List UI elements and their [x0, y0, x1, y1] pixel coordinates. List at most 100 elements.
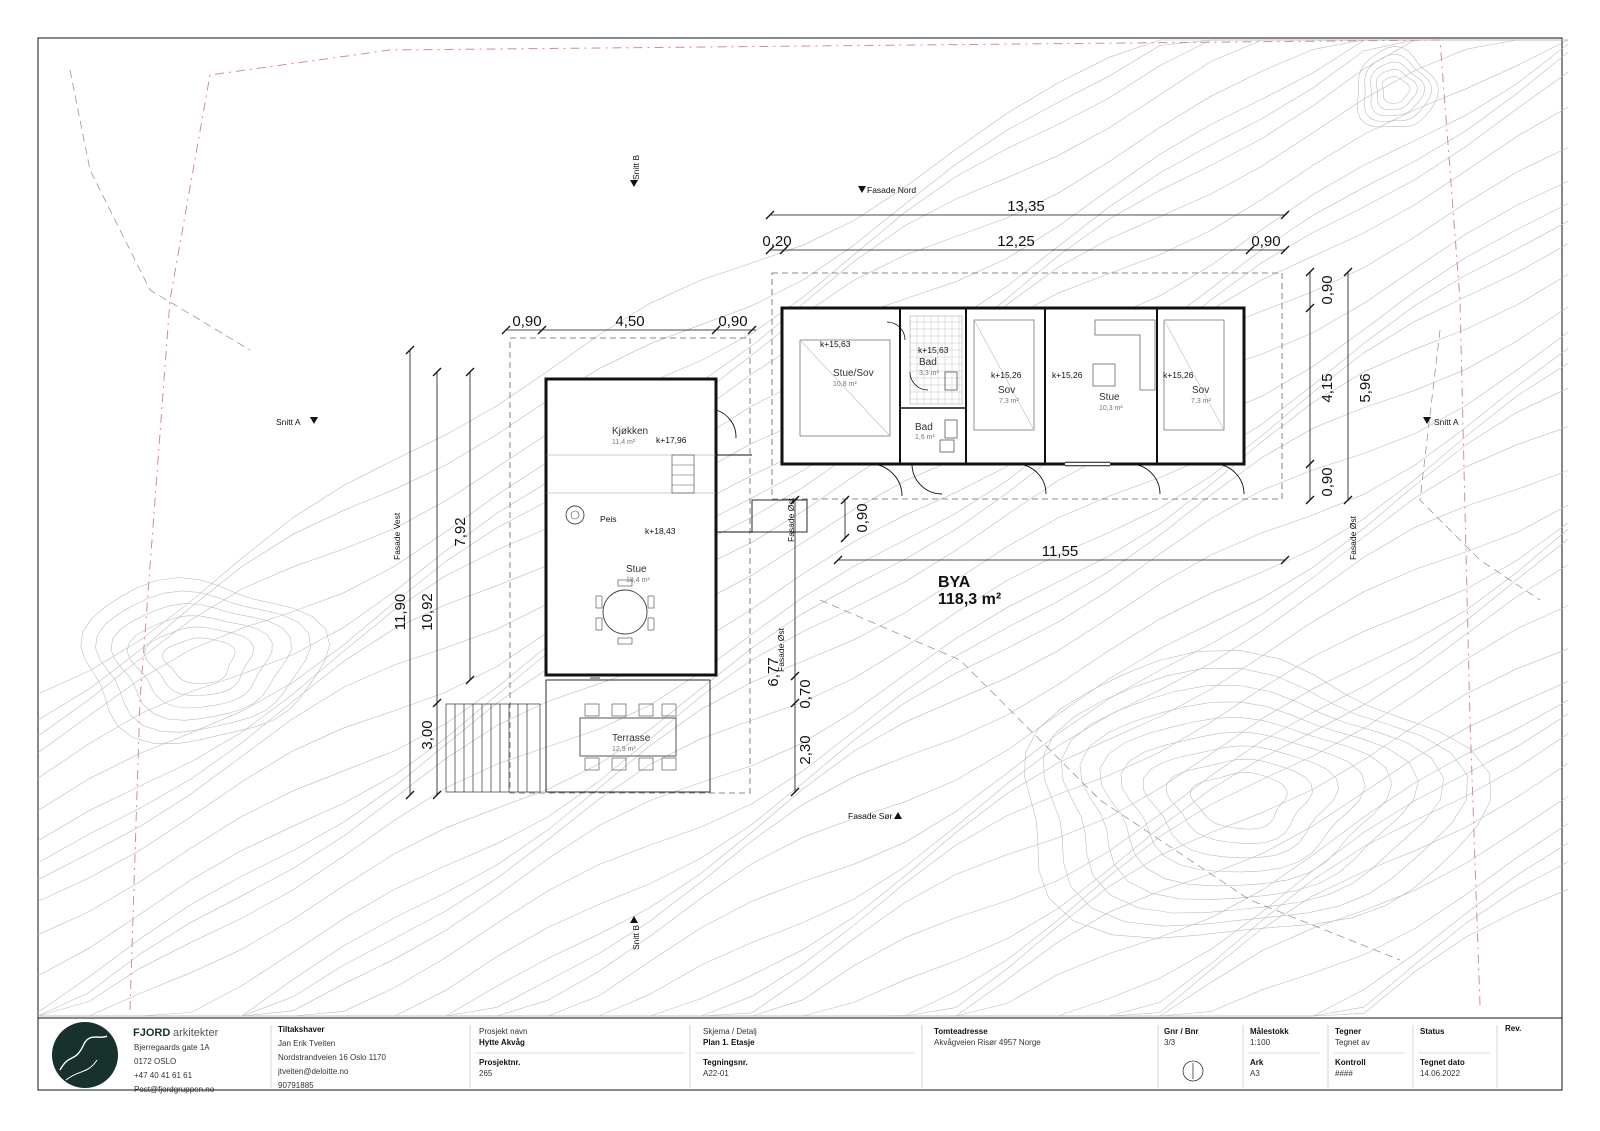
scheme-value: Plan 1. Etasje [703, 1038, 755, 1047]
contour-line [95, 590, 312, 733]
dim-mid-230: 2,30 [797, 735, 814, 764]
company-name-bold: FJORD [133, 1027, 170, 1039]
drawing-no: A22-01 [703, 1069, 729, 1078]
contour-line [1099, 716, 1393, 887]
sheet-value: A3 [1250, 1069, 1260, 1078]
dim-left-1190: 11,90 [392, 594, 409, 630]
dim-top-left: 0,20 [762, 233, 791, 250]
contour-line [1143, 745, 1339, 859]
area-bad-2: 1,6 m² [915, 434, 936, 441]
drawing-no-label: Tegningsnr. [703, 1058, 748, 1067]
site-address: Akvågveien Risør 4957 Norge [934, 1038, 1041, 1047]
contour-line [161, 637, 236, 684]
contour-line [1381, 76, 1411, 104]
dim-top-right: 0,90 [1251, 233, 1280, 250]
contour-line [38, 538, 1569, 1017]
room-labels: k+15,63 Stue/Sov 10,8 m² k+15,63 Bad 3,3… [600, 339, 1212, 753]
dim-west-mid: 4,50 [615, 313, 644, 330]
snitt-b-bottom: Snitt B [631, 925, 641, 950]
contour-line [80, 577, 330, 744]
rev-label: Rev. [1505, 1024, 1521, 1033]
area-stue-east: 10,3 m² [1099, 405, 1123, 412]
contour-line [37, 106, 1569, 1017]
contour-line [38, 243, 1569, 1017]
fasade-nord: Fasade Nord [867, 185, 916, 195]
project-name-label: Prosjekt navn [479, 1027, 527, 1036]
company-name-light: arkitekter [173, 1027, 219, 1039]
connection-landing [751, 499, 808, 533]
contour-line [1079, 701, 1419, 900]
title-block: FJORD arkitekter Bjerregaards gate 1A 01… [38, 1017, 1562, 1094]
dim-mid-677: 6,77 [765, 657, 782, 686]
dim-west-right: 0,90 [718, 313, 747, 330]
drawn-value: Tegnet av [1335, 1038, 1370, 1047]
contour-line [1060, 685, 1445, 914]
contour-line [37, 72, 1569, 1013]
dim-right-bottom: 0,90 [1319, 467, 1336, 496]
room-stue-east: Stue [1099, 392, 1120, 403]
project-no-label: Prosjektnr. [479, 1058, 520, 1067]
sheet-frame [37, 37, 1563, 1091]
dim-left-300: 3,00 [419, 720, 436, 749]
company-address-2: 0172 OSLO [134, 1057, 176, 1066]
check-value: #### [1335, 1069, 1353, 1078]
contour-line [126, 615, 273, 709]
contour-line [38, 522, 1569, 1017]
dim-top-mid: 12,25 [997, 233, 1035, 250]
client-label: Tiltakshaver [278, 1025, 325, 1034]
fasade-ost-1: Fasade Øst [786, 497, 796, 542]
client-email: jtveiten@deloitte.no [277, 1067, 349, 1076]
west-wing-walls [544, 377, 718, 677]
scale-label: Målestokk [1250, 1027, 1289, 1036]
area-sov-2: 7,3 m² [1191, 398, 1212, 405]
dashed-path-2 [1419, 329, 1541, 601]
client-phone: 90791885 [278, 1081, 314, 1090]
level-stue-east: k+15,26 [1052, 370, 1083, 380]
contour-line [37, 147, 1569, 1017]
level-kjokken: k+17,96 [656, 435, 687, 445]
contour-line [38, 842, 1569, 1017]
contour-line [38, 889, 1569, 1017]
snitt-a-right: Snitt A [1434, 417, 1459, 427]
contour-line [38, 180, 1569, 1017]
gnr-value: 3/3 [1164, 1038, 1176, 1047]
setback-west-wing [509, 337, 751, 794]
contour-line [38, 733, 1569, 1017]
room-stue-sov: Stue/Sov [833, 368, 874, 379]
contour-line [143, 626, 254, 696]
scale-value: 1:100 [1250, 1038, 1271, 1047]
sheet-label: Ark [1250, 1058, 1264, 1067]
property-boundary [129, 39, 1481, 1011]
contour-line [37, 39, 1568, 754]
contour-line [1165, 758, 1313, 845]
drawn-label: Tegner [1335, 1027, 1361, 1036]
room-bad-2: Bad [915, 422, 933, 433]
room-bad-1: Bad [919, 357, 937, 368]
project-no: 265 [479, 1069, 493, 1078]
dashed-path-3 [819, 599, 1401, 961]
room-stue-west: Stue [626, 564, 647, 575]
fasade-vest: Fasade Vest [392, 512, 402, 560]
contour-line [110, 603, 292, 721]
site-label: Tomteadresse [934, 1027, 988, 1036]
contour-line [38, 605, 1569, 1017]
contour-line [1024, 649, 1492, 939]
company-email: Post@fjordgruppen.no [134, 1085, 215, 1094]
dimension-lines [409, 214, 1349, 795]
contour-line [1356, 45, 1439, 128]
gnr-label: Gnr / Bnr [1164, 1027, 1199, 1036]
snitt-a-left: Snitt A [276, 417, 301, 427]
fasade-sor: Fasade Sør [848, 811, 893, 821]
bya-label: BYA [938, 574, 971, 591]
interior-stair [671, 454, 695, 494]
client-name: Jan Erik Tveiten [278, 1039, 335, 1048]
terrace-table [579, 717, 677, 757]
contour-line [1189, 771, 1288, 830]
dim-right-mid: 4,15 [1319, 373, 1336, 402]
section-markers: Snitt A Snitt A Snitt B Snitt B Fasade N… [276, 155, 1459, 950]
terrain-contours [37, 39, 1569, 1017]
dim-top-total: 13,35 [1007, 198, 1045, 215]
dim-right-top: 0,90 [1319, 275, 1336, 304]
dim-west-left: 0,90 [512, 313, 541, 330]
room-sov-2: Sov [1192, 385, 1209, 396]
